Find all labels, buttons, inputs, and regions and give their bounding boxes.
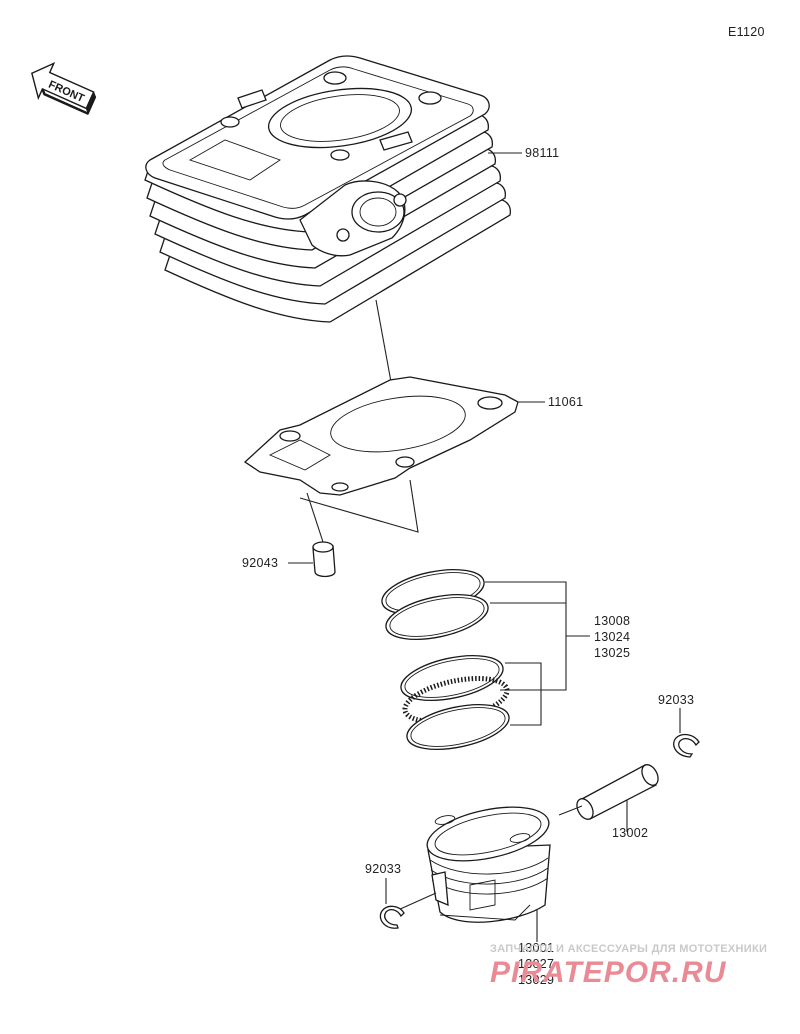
label-cylinder: 98111: [525, 146, 559, 160]
watermark-logo: ЗАПЧАСТИ И АКСЕССУАРЫ ДЛЯ МОТОТЕХНИКИ PI…: [490, 943, 767, 989]
label-piston-3: 13029: [518, 973, 554, 987]
label-piston-pin: 13002: [612, 826, 648, 840]
cylinder-gasket: [243, 376, 519, 496]
label-ring-3: 13025: [594, 646, 630, 660]
piston: [426, 806, 551, 923]
dowel-pin: [312, 541, 336, 578]
label-ring-1: 13008: [594, 614, 630, 628]
label-piston-2: 13027: [518, 957, 554, 971]
piston-rings: [381, 568, 510, 751]
front-arrow-icon: FRONT: [31, 61, 97, 116]
label-ring-2: 13024: [594, 630, 630, 644]
label-snap-ring-right: 92033: [658, 693, 694, 707]
watermark-tagline: ЗАПЧАСТИ И АКСЕССУАРЫ ДЛЯ МОТОТЕХНИКИ: [490, 943, 767, 955]
label-piston-1: 13001: [518, 941, 554, 955]
label-snap-ring-left: 92033: [365, 862, 401, 876]
label-gasket: 11061: [548, 395, 583, 409]
watermark-logo-text: PIRATEPOR.RU: [490, 956, 727, 989]
snap-ring-right: [673, 733, 700, 758]
label-dowel-pin: 92043: [242, 556, 278, 570]
diagram-code: E1120: [728, 25, 765, 39]
cylinder-block: [144, 55, 511, 323]
piston-pin: [576, 764, 659, 820]
snap-ring-left: [379, 905, 405, 929]
